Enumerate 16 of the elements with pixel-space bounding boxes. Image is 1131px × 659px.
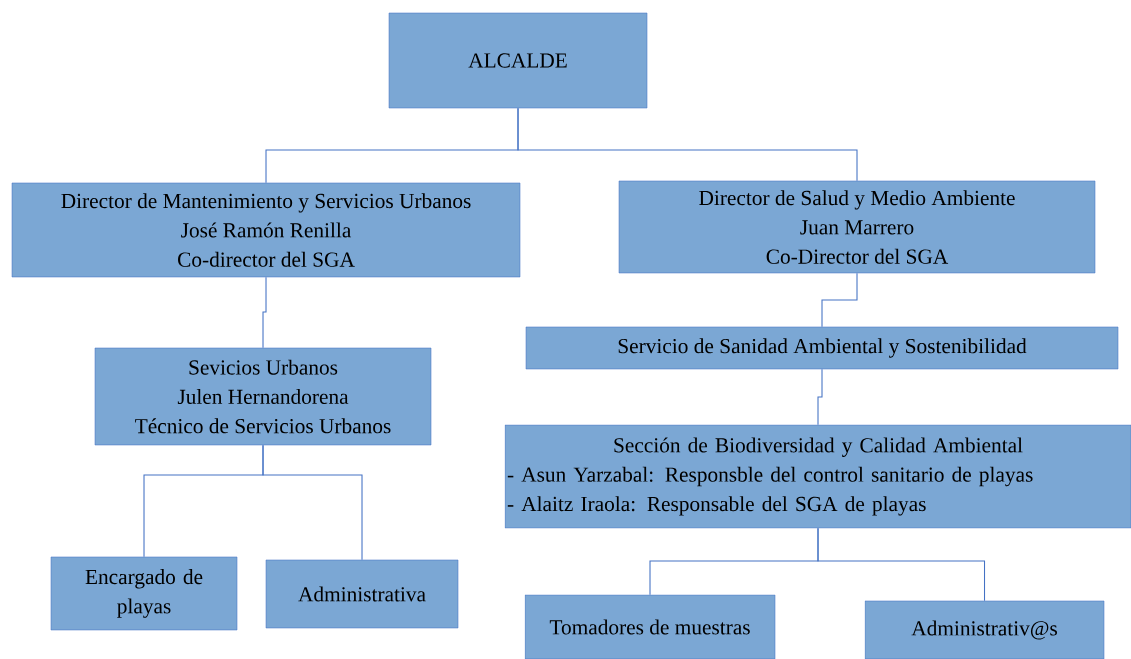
org-box: Encargado de playas	[50, 556, 238, 631]
org-box: Tomadores de muestras	[524, 594, 776, 659]
org-box: ALCALDE	[388, 12, 648, 109]
org-box: Sección de Biodiversidad y Calidad Ambiental - Asun Yarzabal: Responsble del control sanitario de playas - Alaitz Iraola: Responsable del SGA de playas	[504, 424, 1131, 529]
org-box: Administrativ@s	[864, 600, 1105, 659]
org-box: Servicio de Sanidad Ambiental y Sostenibilidad	[525, 326, 1119, 370]
connector-line	[817, 368, 823, 426]
org-box: Sevicios Urbanos Julen Hernandorena Técnico de Servicios Urbanos	[94, 347, 432, 446]
org-box: Director de Mantenimiento y Servicios Urbanos José Ramón Renilla Co-director del SGA	[11, 182, 521, 278]
connector-line	[517, 107, 858, 182]
connector-line	[821, 272, 858, 328]
connector-line	[817, 527, 986, 602]
org-box: Director de Salud y Medio Ambiente Juan Marrero Co-Director del SGA	[618, 180, 1096, 274]
connector-line	[262, 276, 267, 349]
connector-line	[262, 444, 363, 561]
org-box: Administrativa	[265, 559, 459, 629]
